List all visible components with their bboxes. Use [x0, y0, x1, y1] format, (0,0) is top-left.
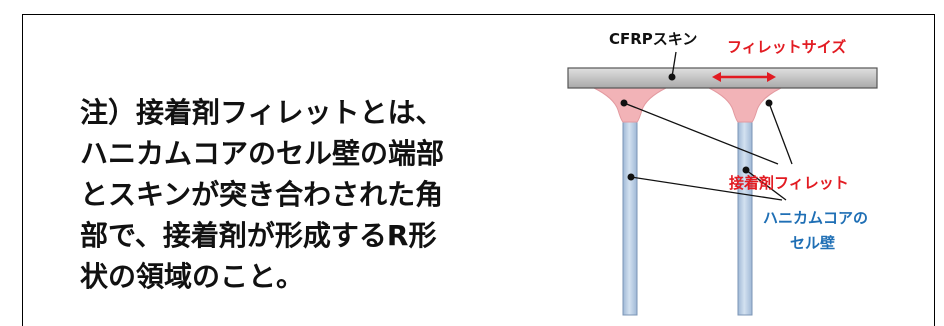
diagram-frame — [22, 14, 935, 326]
leader-lines — [623, 51, 793, 201]
adhesive-fillet-label: 接着剤フィレット — [729, 174, 849, 192]
note-line: 注）接着剤フィレットとは、 — [80, 96, 444, 129]
note-line: 状の領域のこと。 — [80, 260, 305, 293]
fillet-size-arrow — [712, 72, 776, 82]
fillet-size-label: フィレットサイズ — [727, 38, 846, 56]
cell-wall-label-line2: セル壁 — [790, 234, 835, 252]
cfrp-skin-label: CFRPスキン — [609, 30, 697, 48]
note-line: とスキンが突き合わされた角 — [80, 178, 444, 211]
note-line: ハニカムコアのセル壁の端部 — [80, 137, 445, 170]
explanatory-note: 注）接着剤フィレットとは、 ハニカムコアのセル壁の端部 とスキンが突き合わされた… — [80, 92, 520, 297]
cell-wall-label-line1: ハニカムコアの — [763, 209, 868, 227]
leader-dots — [620, 73, 773, 181]
adhesive-fillet-right — [708, 87, 782, 123]
note-line: 部で、接着剤が形成するR形 — [80, 219, 437, 252]
